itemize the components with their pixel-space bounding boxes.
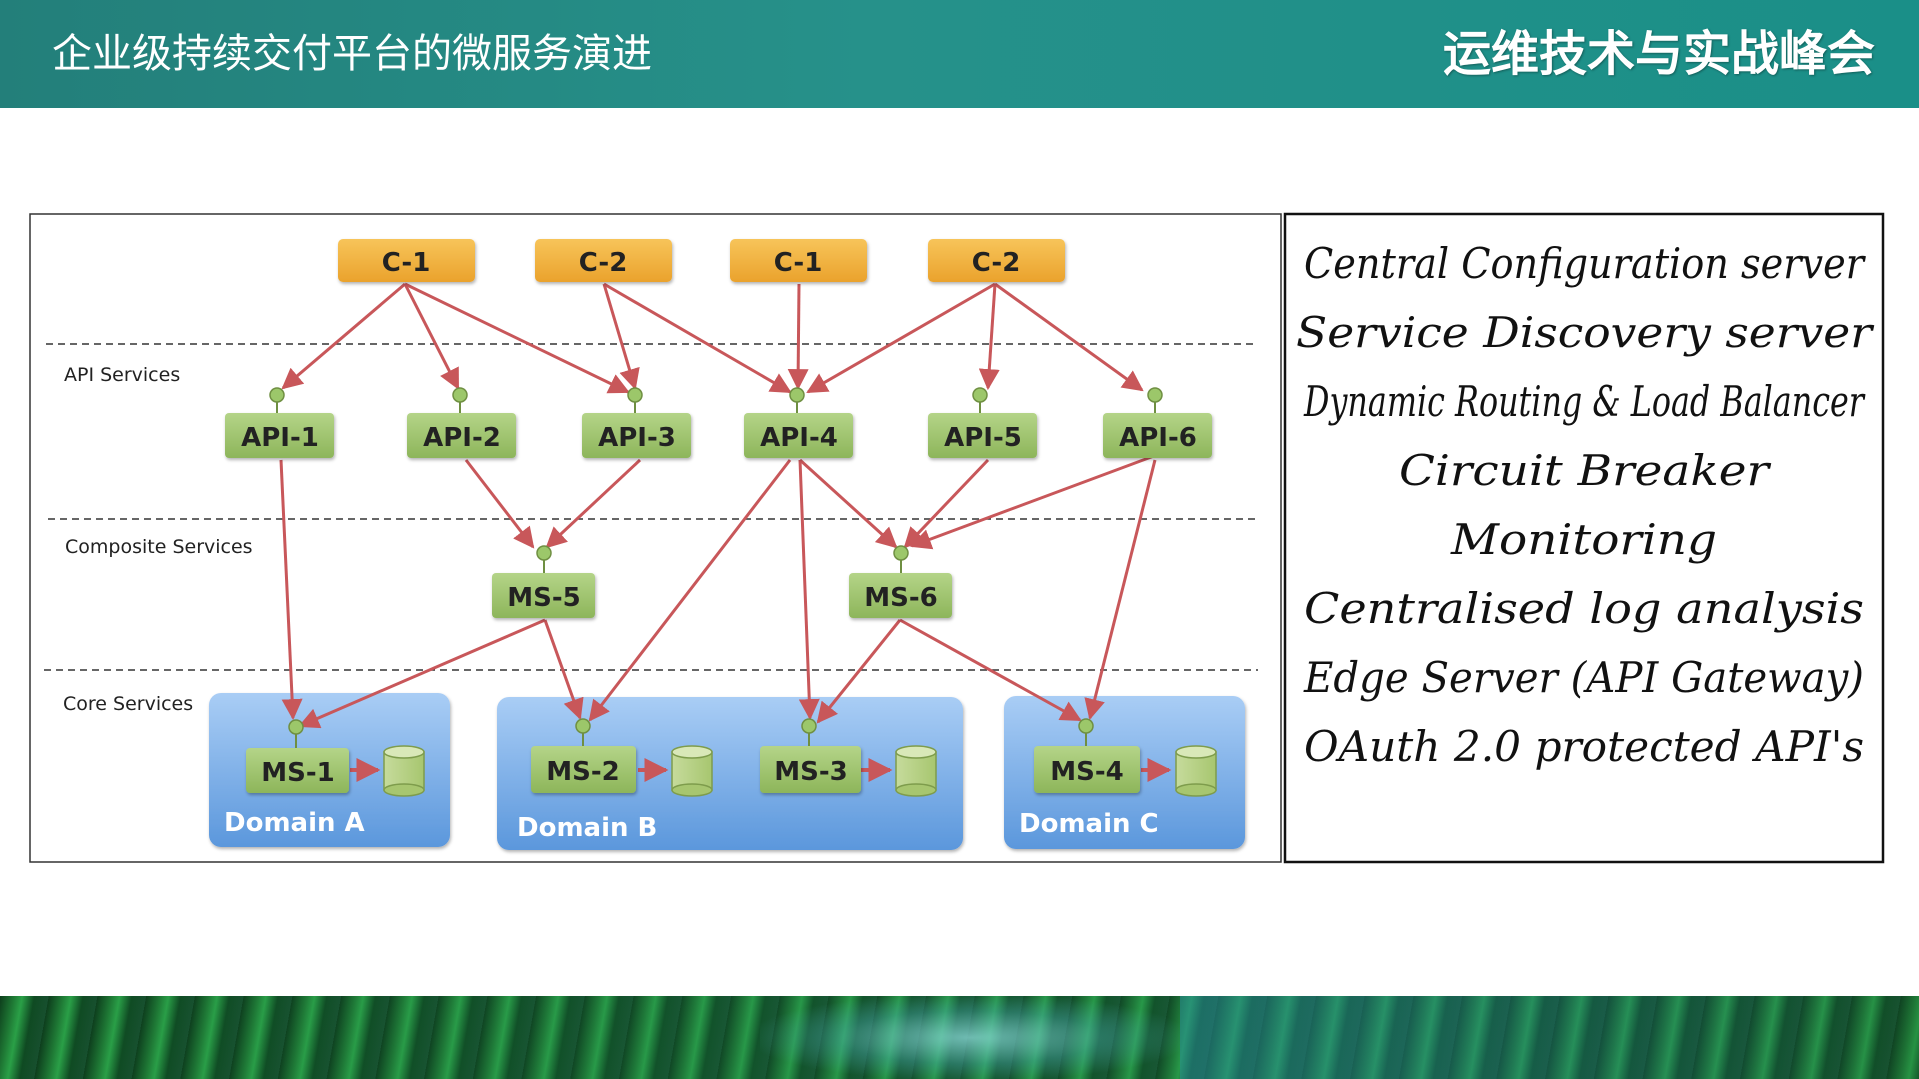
svg-text:API-6: API-6 bbox=[1119, 423, 1197, 453]
api-6-node: API-6 bbox=[1103, 387, 1212, 458]
arrow-ms6-ms4 bbox=[899, 618, 1082, 722]
features-frame bbox=[1283, 212, 1885, 864]
feature-item: Monitoring bbox=[1450, 515, 1717, 564]
svg-text:C-2: C-2 bbox=[972, 248, 1021, 278]
svg-text:C-1: C-1 bbox=[774, 248, 823, 278]
database-icon bbox=[895, 745, 937, 797]
database-icon bbox=[671, 745, 713, 797]
feature-item: Circuit Breaker bbox=[1399, 446, 1772, 495]
svg-text:API-3: API-3 bbox=[598, 423, 676, 453]
arrow-ms5-ms2 bbox=[543, 619, 584, 720]
slide-title: 企业级持续交付平台的微服务演进 bbox=[52, 31, 652, 77]
svg-text:API-2: API-2 bbox=[423, 423, 501, 453]
feature-item: OAuth 2.0 protected API's bbox=[1304, 722, 1864, 771]
arrow-c2b-api4 bbox=[806, 282, 996, 394]
database-icon bbox=[383, 745, 425, 797]
client-nodes: C-1 C-2 C-1 C-2 bbox=[338, 239, 1065, 282]
arrow-api6-ms6 bbox=[910, 451, 1163, 550]
ms-3-node: MS-3 bbox=[760, 718, 861, 793]
arrow-api4-ms2 bbox=[588, 459, 792, 722]
composite-service-nodes: MS-5 MS-6 bbox=[492, 545, 952, 618]
core-service-nodes: MS-1 MS-2 MS-3 bbox=[246, 718, 1217, 797]
domain-b: Domain B bbox=[497, 697, 963, 850]
header-bar: 企业级持续交付平台的微服务演进 运维技术与实战峰会 bbox=[0, 0, 1919, 108]
ms-6-node: MS-6 bbox=[849, 545, 952, 618]
ms-2-node: MS-2 bbox=[531, 718, 636, 793]
arrow-c2-api3 bbox=[602, 283, 640, 391]
svg-text:API-5: API-5 bbox=[944, 423, 1022, 453]
domain-a-label: Domain A bbox=[224, 808, 365, 838]
svg-text:API-4: API-4 bbox=[760, 423, 838, 453]
arrow-c2-api4 bbox=[603, 282, 792, 394]
arrow-c1-api2 bbox=[403, 283, 460, 390]
api-4-node: API-4 bbox=[744, 387, 853, 458]
footer-banner-glow bbox=[760, 996, 1180, 1079]
api-2-node: API-2 bbox=[407, 387, 516, 458]
arrow-c1b-api4 bbox=[787, 283, 809, 391]
arrow-api2-ms5 bbox=[464, 459, 535, 549]
arrow-c2b-api6 bbox=[994, 282, 1144, 392]
svg-text:MS-4: MS-4 bbox=[1050, 757, 1123, 787]
database-icon bbox=[1175, 745, 1217, 797]
arrow-api4-ms6 bbox=[798, 458, 898, 549]
client-c1-a: C-1 bbox=[338, 239, 475, 282]
conference-brand: 运维技术与实战峰会 bbox=[1442, 26, 1875, 82]
svg-text:C-1: C-1 bbox=[382, 248, 431, 278]
api-5-node: API-5 bbox=[928, 387, 1037, 458]
svg-text:API-1: API-1 bbox=[241, 423, 319, 453]
client-c2-b: C-2 bbox=[928, 239, 1065, 282]
api-1-node: API-1 bbox=[225, 387, 334, 458]
arrow-c2b-api5 bbox=[978, 283, 1000, 391]
dependency-arrows bbox=[279, 282, 1172, 782]
arrow-c1-api3 bbox=[404, 282, 630, 394]
arrow-api4-ms3 bbox=[798, 459, 820, 721]
feature-item: Edge Server (API Gateway) bbox=[1303, 653, 1864, 702]
svg-text:MS-6: MS-6 bbox=[864, 583, 937, 613]
feature-item: Central Configuration server bbox=[1304, 239, 1867, 288]
svg-text:MS-1: MS-1 bbox=[261, 758, 334, 788]
svg-text:MS-2: MS-2 bbox=[546, 757, 619, 787]
arrow-c1-api1 bbox=[281, 282, 406, 390]
domain-b-label: Domain B bbox=[517, 813, 657, 843]
ms-5-node: MS-5 bbox=[492, 545, 595, 618]
arrow-ms6-ms3 bbox=[816, 619, 902, 724]
feature-item: Centralised log analysis bbox=[1304, 584, 1864, 633]
arrow-api3-ms5 bbox=[545, 458, 642, 549]
features-list: Central Configuration server Service Dis… bbox=[1296, 239, 1875, 771]
arrow-ms5-ms1 bbox=[298, 618, 546, 729]
ms-1-node: MS-1 bbox=[246, 719, 349, 793]
domain-c-label: Domain C bbox=[1019, 809, 1159, 839]
ms-4-node: MS-4 bbox=[1034, 718, 1140, 793]
arrow-api1-ms1 bbox=[279, 459, 303, 721]
api-3-node: API-3 bbox=[582, 387, 691, 458]
svg-text:C-2: C-2 bbox=[579, 248, 628, 278]
feature-item: Dynamic Routing & Load Balancer bbox=[1303, 377, 1866, 426]
feature-item: Service Discovery server bbox=[1296, 308, 1875, 357]
footer-banner-tint bbox=[1180, 996, 1919, 1079]
arrow-api6-ms4 bbox=[1084, 459, 1157, 721]
client-c1-b: C-1 bbox=[730, 239, 867, 282]
api-service-nodes: API-1 API-2 API-3 API-4 API-5 bbox=[225, 387, 1212, 458]
client-c2-a: C-2 bbox=[535, 239, 672, 282]
api-layer-label: API Services bbox=[64, 364, 180, 386]
svg-text:MS-3: MS-3 bbox=[774, 757, 847, 787]
svg-text:MS-5: MS-5 bbox=[507, 583, 580, 613]
core-layer-label: Core Services bbox=[63, 693, 193, 715]
composite-layer-label: Composite Services bbox=[65, 536, 253, 558]
